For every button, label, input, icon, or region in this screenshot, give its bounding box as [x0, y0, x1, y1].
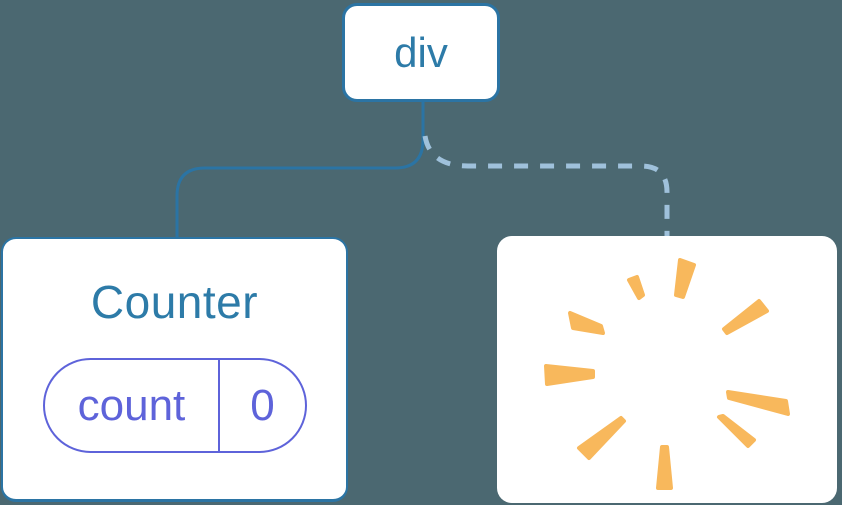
poof-ray [627, 275, 645, 300]
node-div-label: div [394, 28, 448, 76]
state-pill: count 0 [43, 358, 307, 453]
edge-solid-to-counter [175, 101, 425, 238]
tree-node-div: div [342, 3, 500, 102]
poof-ray [568, 311, 605, 335]
poof-ray [726, 390, 790, 416]
poof-ray [577, 416, 626, 460]
counter-title: Counter [90, 276, 259, 328]
state-key-label: count [45, 360, 220, 451]
poof-ray [674, 258, 696, 299]
poof-ray [722, 299, 769, 335]
removed-component-card [497, 236, 837, 503]
poof-burst-icon [544, 258, 790, 490]
poof-ray [656, 445, 673, 490]
poof-ray [544, 364, 595, 386]
edge-dashed-to-removed-node [422, 135, 670, 237]
state-value: 0 [250, 380, 275, 430]
counter-component-card: Counter count 0 [1, 237, 348, 502]
poof-ray [717, 414, 756, 448]
